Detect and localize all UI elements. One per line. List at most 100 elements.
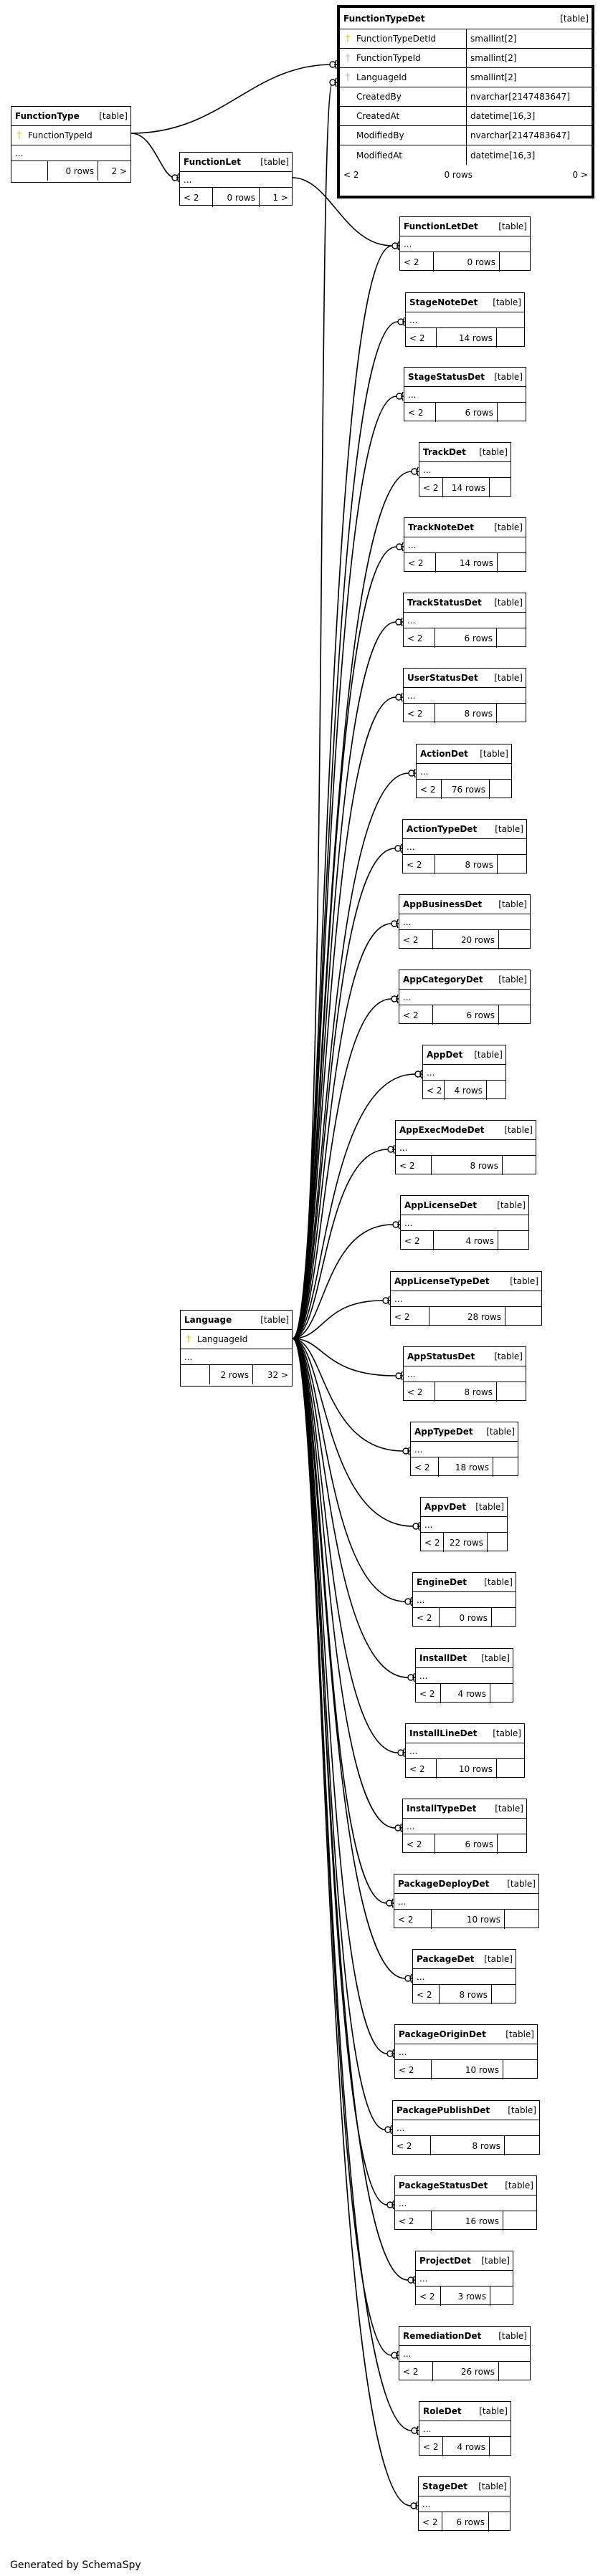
parents-count[interactable]: < 2 — [419, 2291, 435, 2302]
parents-count[interactable]: < 2 — [422, 2517, 438, 2527]
table-function-type[interactable]: FunctionType [table] †FunctionTypeId ...… — [11, 106, 131, 183]
table-name: TrackDet — [423, 447, 466, 457]
edge-language-to-child-21 — [292, 1338, 396, 1829]
parents-count[interactable]: < 2 — [403, 2366, 419, 2377]
column-name: FunctionTypeId — [356, 53, 421, 63]
table-name: RemediationDet — [403, 2331, 482, 2341]
children-count[interactable]: 32 > — [252, 1365, 292, 1384]
row-count: 10 rows — [436, 1759, 496, 1778]
parents-count[interactable]: < 2 — [404, 257, 419, 267]
parents-count[interactable]: < 2 — [407, 859, 422, 870]
children-count[interactable]: 0 > — [572, 169, 588, 180]
table-header: AppStatusDet[table] — [404, 1347, 526, 1366]
parents-count[interactable]: < 2 — [394, 1311, 410, 1322]
parents-count[interactable]: < 2 — [409, 332, 425, 343]
parents-count[interactable]: < 2 — [397, 2140, 412, 2151]
children-count[interactable]: 1 > — [259, 188, 292, 207]
edge-child-23-many-marker — [409, 1973, 412, 1983]
parents-count[interactable]: < 2 — [407, 1387, 423, 1397]
edge-child-17-many-marker — [417, 1521, 420, 1531]
parents-count[interactable]: < 2 — [404, 1235, 420, 1246]
edge-language-to-child-18 — [292, 1338, 406, 1602]
parents-count[interactable]: < 2 — [424, 1537, 440, 1548]
parents-count[interactable]: < 2 — [399, 2216, 414, 2226]
parents-count[interactable]: < 2 — [414, 1462, 430, 1473]
parents-count[interactable]: < 2 — [407, 1839, 422, 1849]
table-header: AppBusinessDet[table] — [399, 895, 530, 914]
parents-count[interactable]: < 2 — [343, 169, 359, 180]
table-header: FunctionTypeDet [table] — [340, 8, 592, 29]
parents-count[interactable]: < 2 — [417, 1612, 432, 1623]
parents-count[interactable]: < 2 — [399, 2064, 414, 2075]
table-name: Language — [184, 1315, 232, 1325]
parents-count[interactable]: < 2 — [427, 1085, 442, 1096]
table-function-type-det[interactable]: FunctionTypeDet [table] †FunctionTypeDet… — [337, 5, 594, 198]
parents-count[interactable]: < 2 — [409, 1763, 425, 1774]
parents-count[interactable]: < 2 — [407, 633, 423, 643]
parents-count[interactable]: < 2 — [403, 1010, 419, 1020]
ellipsis-row: ... — [413, 1969, 516, 1985]
table-function-let[interactable]: FunctionLet [table] ... < 2 0 rows 1 > — [179, 152, 293, 207]
edge-child-16-many-marker — [407, 1446, 410, 1456]
edge-child-18-many-marker — [409, 1596, 412, 1607]
parents-count[interactable]: < 2 — [407, 708, 423, 719]
edge-function-type-to-function-let — [130, 133, 176, 178]
children-count[interactable]: 2 > — [98, 161, 130, 181]
row-count: 8 rows — [435, 1382, 496, 1402]
parents-count[interactable]: < 2 — [420, 784, 436, 795]
ellipsis-row: ... — [395, 2196, 536, 2211]
parents-count[interactable]: < 2 — [398, 1914, 414, 1925]
column-name: CreatedBy — [356, 92, 402, 102]
edge-child-22-many-marker — [391, 1898, 394, 1908]
parents-count[interactable]: < 2 — [184, 192, 199, 203]
parents-count[interactable]: < 2 — [417, 1989, 432, 2000]
parents-count[interactable]: < 2 — [399, 1160, 415, 1171]
parents-count[interactable]: < 2 — [419, 1688, 435, 1699]
parents-count[interactable]: < 2 — [408, 407, 424, 418]
table-kind: [table] — [498, 899, 527, 909]
table-header: ActionTypeDet[table] — [403, 820, 526, 839]
parents-count[interactable]: < 2 — [403, 934, 419, 945]
table-language[interactable]: Language [table] †LanguageId ... 2 rows … — [180, 1310, 293, 1387]
table-kind: [table] — [560, 13, 589, 24]
table-name: StageStatusDet — [408, 372, 485, 382]
parents-count[interactable]: < 2 — [423, 482, 439, 493]
edge-language-to-child-8 — [292, 848, 396, 1339]
parents-count[interactable]: < 2 — [423, 2441, 439, 2452]
parents-count[interactable]: < 2 — [408, 557, 424, 568]
